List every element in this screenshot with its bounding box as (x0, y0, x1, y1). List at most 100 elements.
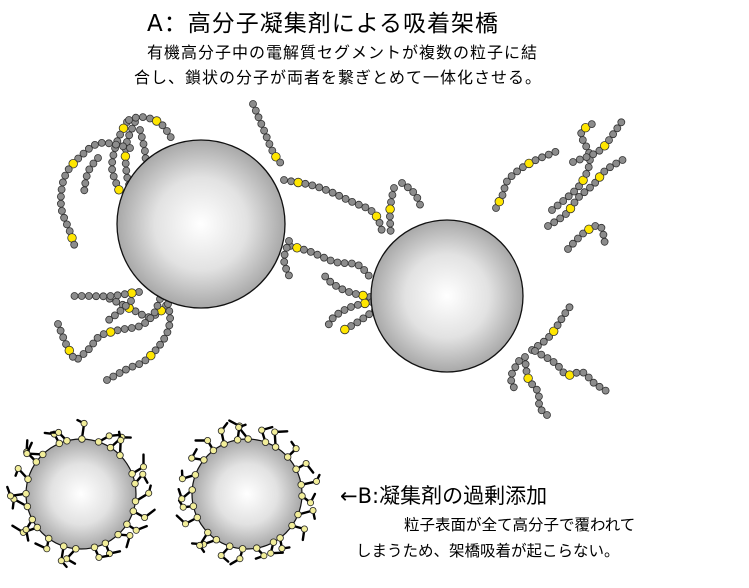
adsorption-point (261, 553, 267, 559)
chain-bead (566, 304, 573, 311)
chain-bead (327, 257, 334, 264)
chain-bead (362, 204, 369, 211)
adsorption-point (179, 496, 185, 502)
adsorption-point (33, 459, 40, 466)
adsorption-point (127, 532, 133, 538)
chain-bead (117, 131, 124, 138)
chain-bead (283, 265, 290, 272)
chain-bead (354, 319, 361, 326)
chain-bead (138, 134, 145, 141)
adsorption-point (284, 454, 291, 461)
adsorption-point (262, 439, 269, 446)
chain-bead (314, 251, 321, 258)
chain-bead (69, 353, 76, 360)
chain-bead (109, 166, 116, 173)
polymer-chain (250, 101, 284, 167)
adsorption-point (106, 433, 112, 439)
adsorption-point (182, 521, 188, 527)
adsorption-point (218, 552, 224, 558)
chain-bead (349, 198, 356, 205)
chain-bead (114, 292, 121, 299)
adsorption-point (310, 507, 316, 513)
polymer-chain (508, 358, 523, 391)
adsorption-point (124, 521, 131, 528)
polymer-chain (532, 348, 610, 395)
chain-bead (579, 137, 586, 144)
electrolyte-segment (359, 291, 368, 300)
adsorption-point (24, 503, 31, 510)
chain-bead (341, 307, 348, 314)
electrolyte-segment (115, 186, 124, 195)
adsorption-point (293, 466, 300, 473)
chain-bead (342, 195, 349, 202)
chain-bead (129, 363, 136, 370)
chain-bead (100, 293, 107, 300)
chain-bead (141, 148, 148, 155)
chain-bead (110, 152, 117, 159)
chain-bead (583, 154, 590, 161)
chain-bead (613, 160, 620, 167)
chain-bead (81, 187, 88, 194)
chain-bead (352, 291, 359, 298)
chain-bead (348, 260, 355, 267)
adsorption-point (23, 490, 30, 497)
chain-bead (535, 393, 542, 400)
polymer-chain (281, 177, 386, 234)
chain-bead (250, 101, 257, 108)
chain-bead (61, 214, 68, 221)
adsorption-point (272, 444, 279, 451)
chain-bead (341, 260, 348, 267)
chain-bead (129, 125, 136, 132)
adsorption-point (205, 529, 212, 536)
chain-bead (261, 127, 268, 134)
chain-bead (110, 373, 117, 380)
chain-bead (339, 286, 346, 293)
adsorption-point (270, 539, 277, 546)
chain-bead (71, 293, 78, 300)
chain-bead (120, 143, 127, 150)
chain-bead (300, 246, 307, 253)
chain-bead (58, 186, 65, 193)
chain-bead (510, 384, 517, 391)
adsorption-point (192, 472, 199, 479)
polymer-chain (287, 243, 373, 280)
coated-particle-right (177, 421, 320, 565)
adsorption-point (129, 471, 136, 478)
chain-bead (106, 316, 113, 323)
chain-bead (544, 355, 551, 362)
chain-bead (545, 223, 552, 230)
chain-bead (57, 327, 64, 334)
panel-b-coated-particles (7, 420, 319, 567)
adsorption-point (236, 424, 242, 430)
adsorption-point (56, 429, 62, 435)
chain-bead (302, 180, 309, 187)
adsorption-point (133, 527, 139, 533)
chain-bead (258, 120, 265, 127)
chain-bead (107, 293, 114, 300)
chain-bead (365, 272, 372, 279)
adsorption-point (289, 522, 296, 529)
chain-bead (512, 364, 519, 371)
chain-bead (57, 193, 64, 200)
adsorption-point (132, 498, 139, 505)
chain-bead (121, 291, 128, 298)
adsorption-point (7, 493, 13, 499)
chain-bead (128, 325, 135, 332)
coated-particle-left (7, 420, 154, 567)
adsorption-point (277, 535, 284, 542)
polymer-chain (81, 155, 102, 194)
adsorption-point (58, 558, 64, 564)
polymer-chain (529, 304, 574, 354)
adsorption-point (79, 436, 86, 443)
chain-bead (348, 304, 355, 311)
polymer-chain (522, 354, 551, 419)
adsorption-point (218, 428, 224, 434)
electrolyte-segment (293, 244, 302, 253)
chain-bead (414, 194, 421, 201)
polymer-chain (570, 119, 625, 166)
chain-bead (132, 114, 139, 121)
adsorption-point (29, 516, 36, 523)
electrolyte-segment (294, 178, 303, 187)
panel-b-description: 粒子表面が全て高分子で覆われて しまうため、架橋吸着が起こらない。 (356, 512, 746, 564)
chain-bead (58, 207, 65, 214)
